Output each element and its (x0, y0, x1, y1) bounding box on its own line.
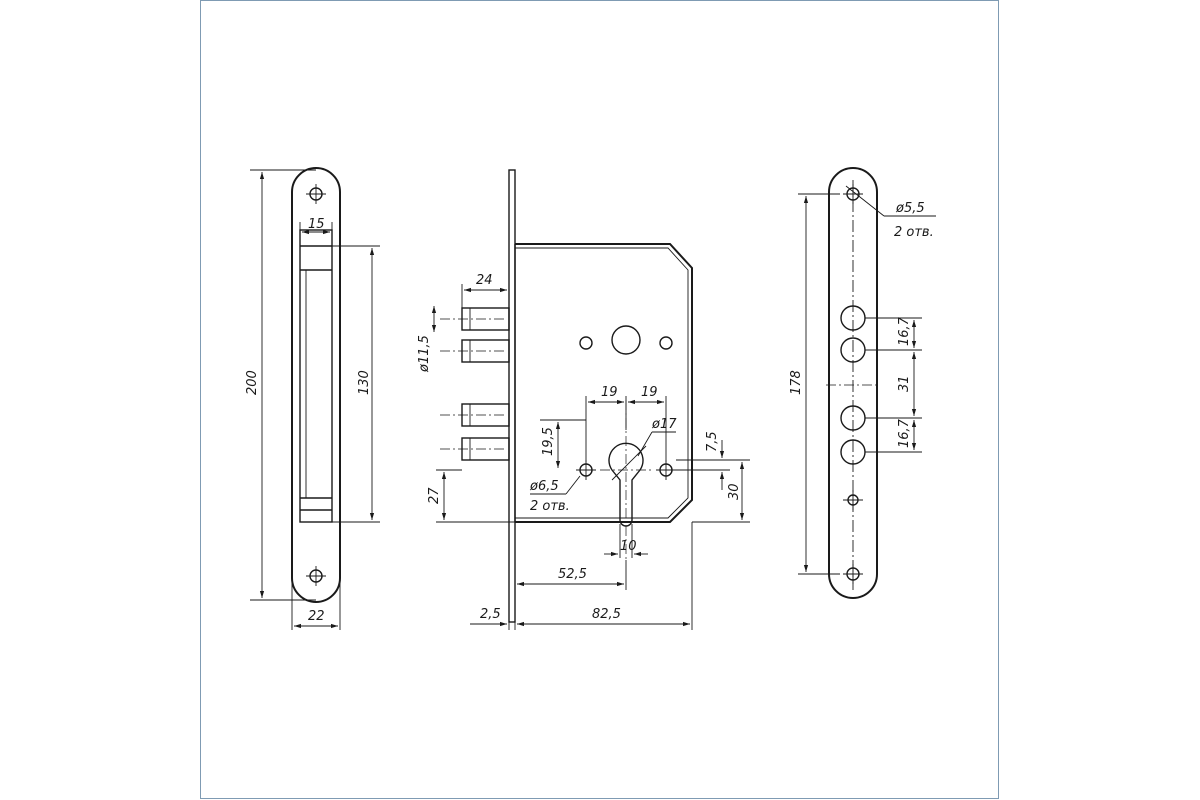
dim-cylinder-width: 10 (620, 539, 637, 554)
faceplate-screw-top (306, 184, 326, 204)
body-screw-left (576, 460, 596, 480)
dim-bottom-bolt-offset: 27 (427, 487, 442, 504)
dim-strike-height: 178 (789, 370, 804, 395)
bolt-slot (299, 229, 333, 523)
dim-faceplate-thickness: 2,5 (480, 607, 501, 622)
drawing-frame (200, 0, 999, 799)
dim-strike-hole-diameter: ø5,5 (895, 201, 925, 216)
dim-screw-count: 2 отв. (530, 499, 570, 514)
dim-cylinder-offset: 7,5 (705, 431, 720, 452)
dim-pin-spacing-left: 19 (601, 385, 618, 400)
dim-case-depth: 82,5 (592, 607, 621, 622)
dim-strike-spacing-mid: 31 (897, 375, 912, 392)
dim-bolt-slot-height: 130 (357, 370, 372, 395)
dim-spacing-offset: 19,5 (541, 427, 556, 456)
dim-pin-spacing-right: 19 (641, 385, 658, 400)
dim-backset: 52,5 (558, 567, 587, 582)
faceplate-screw-bottom (306, 566, 326, 586)
strike-plate-outline (828, 167, 878, 599)
side-faceplate (508, 169, 516, 623)
dim-bolt-diameter: ø11,5 (417, 335, 432, 373)
dim-bolt-projection: 24 (476, 273, 493, 288)
spindle-holes (579, 325, 673, 355)
dim-strike-spacing-top: 16,7 (897, 316, 912, 346)
dim-screw-diameter: ø6,5 (529, 479, 559, 494)
dim-strike-spacing-bottom: 16,7 (897, 418, 912, 448)
faceplate-outline (291, 167, 341, 603)
dim-bolt-slot-width: 15 (308, 217, 325, 232)
body-screw-right (656, 460, 676, 480)
bolts (440, 307, 510, 461)
dim-faceplate-width: 22 (308, 609, 325, 624)
lock-case-outline (515, 243, 693, 523)
dim-cylinder-diameter: ø17 (651, 417, 677, 432)
strike-plate-view: 178 ø5,5 2 отв. 16,7 31 16,7 (789, 167, 936, 599)
faceplate-view: 200 130 15 22 (245, 167, 380, 630)
dim-strike-hole-count: 2 отв. (894, 225, 934, 240)
dim-cylinder-to-bottom: 30 (727, 483, 742, 500)
dim-faceplate-height: 200 (245, 370, 260, 395)
lock-body-view: 24 ø11,5 27 19,5 19 19 ø17 7,5 30 (417, 169, 750, 630)
